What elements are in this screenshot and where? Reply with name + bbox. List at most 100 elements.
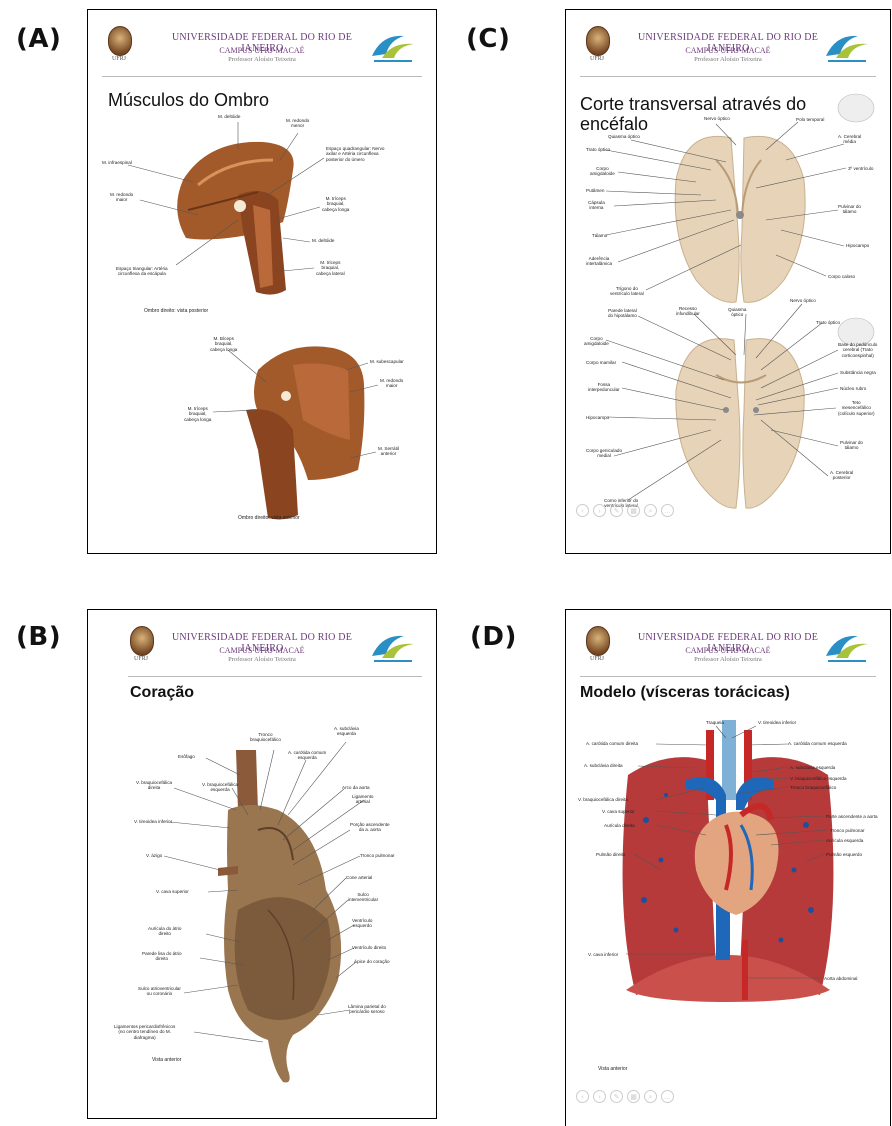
annotation: M. Bíceps braquial, cabeça longa	[210, 336, 237, 352]
annotation: Aurícula direita	[604, 823, 635, 828]
annotation: Quiasma óptico	[728, 307, 746, 318]
annotation: Aderência intertalâmica	[586, 256, 612, 267]
annotation: M. redondo menor	[286, 118, 309, 129]
panel-label-b: (B)	[16, 622, 61, 652]
annotation: Ventrículo direito	[352, 945, 386, 950]
shoulder-posterior-image	[88, 10, 437, 554]
annotation: Espaço quadrangular: Nervo axilar e Arté…	[326, 146, 384, 162]
panel-label-d: (D)	[470, 622, 517, 652]
annotation: Tronco pulmonar	[360, 853, 395, 858]
pen-icon[interactable]: ✎	[610, 504, 623, 517]
annotation: Sulco atrioventricular ou coronário	[138, 986, 181, 997]
annotation: Aorta abdominal	[824, 976, 857, 981]
thoracic-model-image	[566, 610, 891, 1126]
annotation: Nervo óptico	[790, 298, 816, 303]
annotation: A. carótida comum esquerda	[788, 741, 847, 746]
annotation: V. braquiocefálica direita	[136, 780, 172, 791]
annotation: Sulco interventricular	[348, 892, 378, 903]
annotation: Corpo caloso	[828, 274, 855, 279]
slides-grid-icon[interactable]: ▦	[627, 504, 640, 517]
annotation: Tronco braquiocefálico	[250, 732, 281, 743]
annotation: Arco da aorta	[342, 785, 370, 790]
slide-panel-d: UFRJ UNIVERSIDADE FEDERAL DO RIO DE JANE…	[565, 609, 891, 1126]
annotation: Trígono do ventrículo lateral	[610, 286, 644, 297]
slide-panel-c: UFRJ UNIVERSIDADE FEDERAL DO RIO DE JANE…	[565, 9, 891, 554]
annotation: Fossa interpeduncular	[588, 382, 620, 393]
annotation: Cápsula interna	[588, 200, 605, 211]
slides-grid-icon[interactable]: ▦	[627, 1090, 640, 1103]
annotation: Porção ascendente da a. aorta	[350, 822, 390, 833]
annotation: Lâmina parietal do pericárdio seroso	[348, 1004, 386, 1015]
annotation: Hipocampo	[586, 415, 609, 420]
annotation: V. tireoidea inferior	[758, 720, 796, 725]
caption: Vista anterior	[152, 1057, 181, 1063]
slide-panel-a: UFRJ UNIVERSIDADE FEDERAL DO RIO DE JANE…	[87, 9, 437, 554]
previous-icon[interactable]: ‹	[576, 1090, 589, 1103]
annotation: Recesso infundibular	[676, 306, 700, 317]
annotation: Esôfago	[178, 754, 195, 759]
annotation: M. deltóide	[218, 114, 240, 119]
previous-icon[interactable]: ‹	[576, 504, 589, 517]
caption: Vista anterior	[598, 1066, 627, 1072]
heart-specimen-image	[88, 610, 437, 1119]
annotation: Aurícula do átrio direito	[148, 926, 181, 937]
annotation: M. tríceps braquial, cabeça longa	[322, 196, 349, 212]
annotation: Corpo amigdaloide	[584, 336, 609, 347]
annotation: Traqueia	[706, 720, 724, 725]
annotation: V. cava superior	[602, 809, 635, 814]
slide-controls: ‹ › ✎ ▦ ⌕ …	[576, 1090, 674, 1103]
annotation: Hipocampo	[846, 243, 869, 248]
annotation: A. subclávia direita	[584, 763, 623, 768]
annotation: Teto mesencefálico (colículo superior)	[838, 400, 875, 416]
panel-label-c: (C)	[466, 24, 510, 54]
annotation: Ventrículo esquerdo	[352, 918, 372, 929]
annotation: Ápice do coração	[354, 959, 390, 964]
annotation: A. carótida comum direita	[586, 741, 638, 746]
caption: Ombro direito: vista anterior	[238, 515, 300, 521]
annotation: Núcleo rubro	[840, 386, 866, 391]
panel-label-a: (A)	[16, 24, 61, 54]
annotation: Base do pedúnculo cerebral (Trato cortic…	[838, 342, 877, 358]
annotation: M. Serrátil anterior	[378, 446, 399, 457]
annotation: Trato óptico	[816, 320, 840, 325]
annotation: Trato óptico	[586, 147, 610, 152]
annotation: A. carótida comum esquerda	[288, 750, 326, 761]
annotation: 3º ventrículo	[848, 166, 873, 171]
caption: Ombro direito: vista posterior	[144, 308, 208, 314]
annotation: M. subescapular	[370, 359, 404, 364]
slide-controls: ‹ › ✎ ▦ ⌕ …	[576, 504, 674, 517]
more-options-icon[interactable]: …	[661, 504, 674, 517]
annotation: Parte ascendente a aorta	[826, 814, 878, 819]
annotation: V. braquiocefálica esquerda	[790, 776, 847, 781]
next-icon[interactable]: ›	[593, 1090, 606, 1103]
annotation: Parede lisa do átrio direito	[142, 951, 182, 962]
annotation: V. ázigo	[146, 853, 162, 858]
annotation: Cone arterial	[346, 875, 372, 880]
more-options-icon[interactable]: …	[661, 1090, 674, 1103]
annotation: Tronco pulmonar	[830, 828, 865, 833]
annotation: Substância negra	[840, 370, 876, 375]
annotation: V. cava superior	[156, 889, 189, 894]
annotation: Corpo mamilar	[586, 360, 616, 365]
pen-icon[interactable]: ✎	[610, 1090, 623, 1103]
annotation: V. braquiocefálica direita	[578, 797, 628, 802]
annotation: V. cava inferior	[588, 952, 618, 957]
annotation: Aurícula esquerda	[826, 838, 863, 843]
annotation: A. subclávia esquerda	[790, 765, 835, 770]
annotation: Quiasma óptico	[608, 134, 640, 139]
annotation: Pulmão direito	[596, 852, 625, 857]
zoom-icon[interactable]: ⌕	[644, 1090, 657, 1103]
annotation: Pulmão esquerdo	[826, 852, 862, 857]
annotation: Pulvinar do tálamo	[840, 440, 863, 451]
annotation: M. infraespinal	[102, 160, 132, 165]
annotation: Polo temporal	[796, 117, 824, 122]
annotation: Ligamentos pericardiofrênicos (no centro…	[114, 1024, 175, 1040]
annotation: M. tríceps braquial, cabeça lateral	[316, 260, 345, 276]
annotation: Corpo geniculado medial	[586, 448, 622, 459]
annotation: Putâmen	[586, 188, 604, 193]
zoom-icon[interactable]: ⌕	[644, 504, 657, 517]
annotation: Pulvinar do tálamo	[838, 204, 861, 215]
next-icon[interactable]: ›	[593, 504, 606, 517]
annotation: Corpo amigdaloide	[590, 166, 615, 177]
annotation: M. redondo maior	[110, 192, 133, 203]
